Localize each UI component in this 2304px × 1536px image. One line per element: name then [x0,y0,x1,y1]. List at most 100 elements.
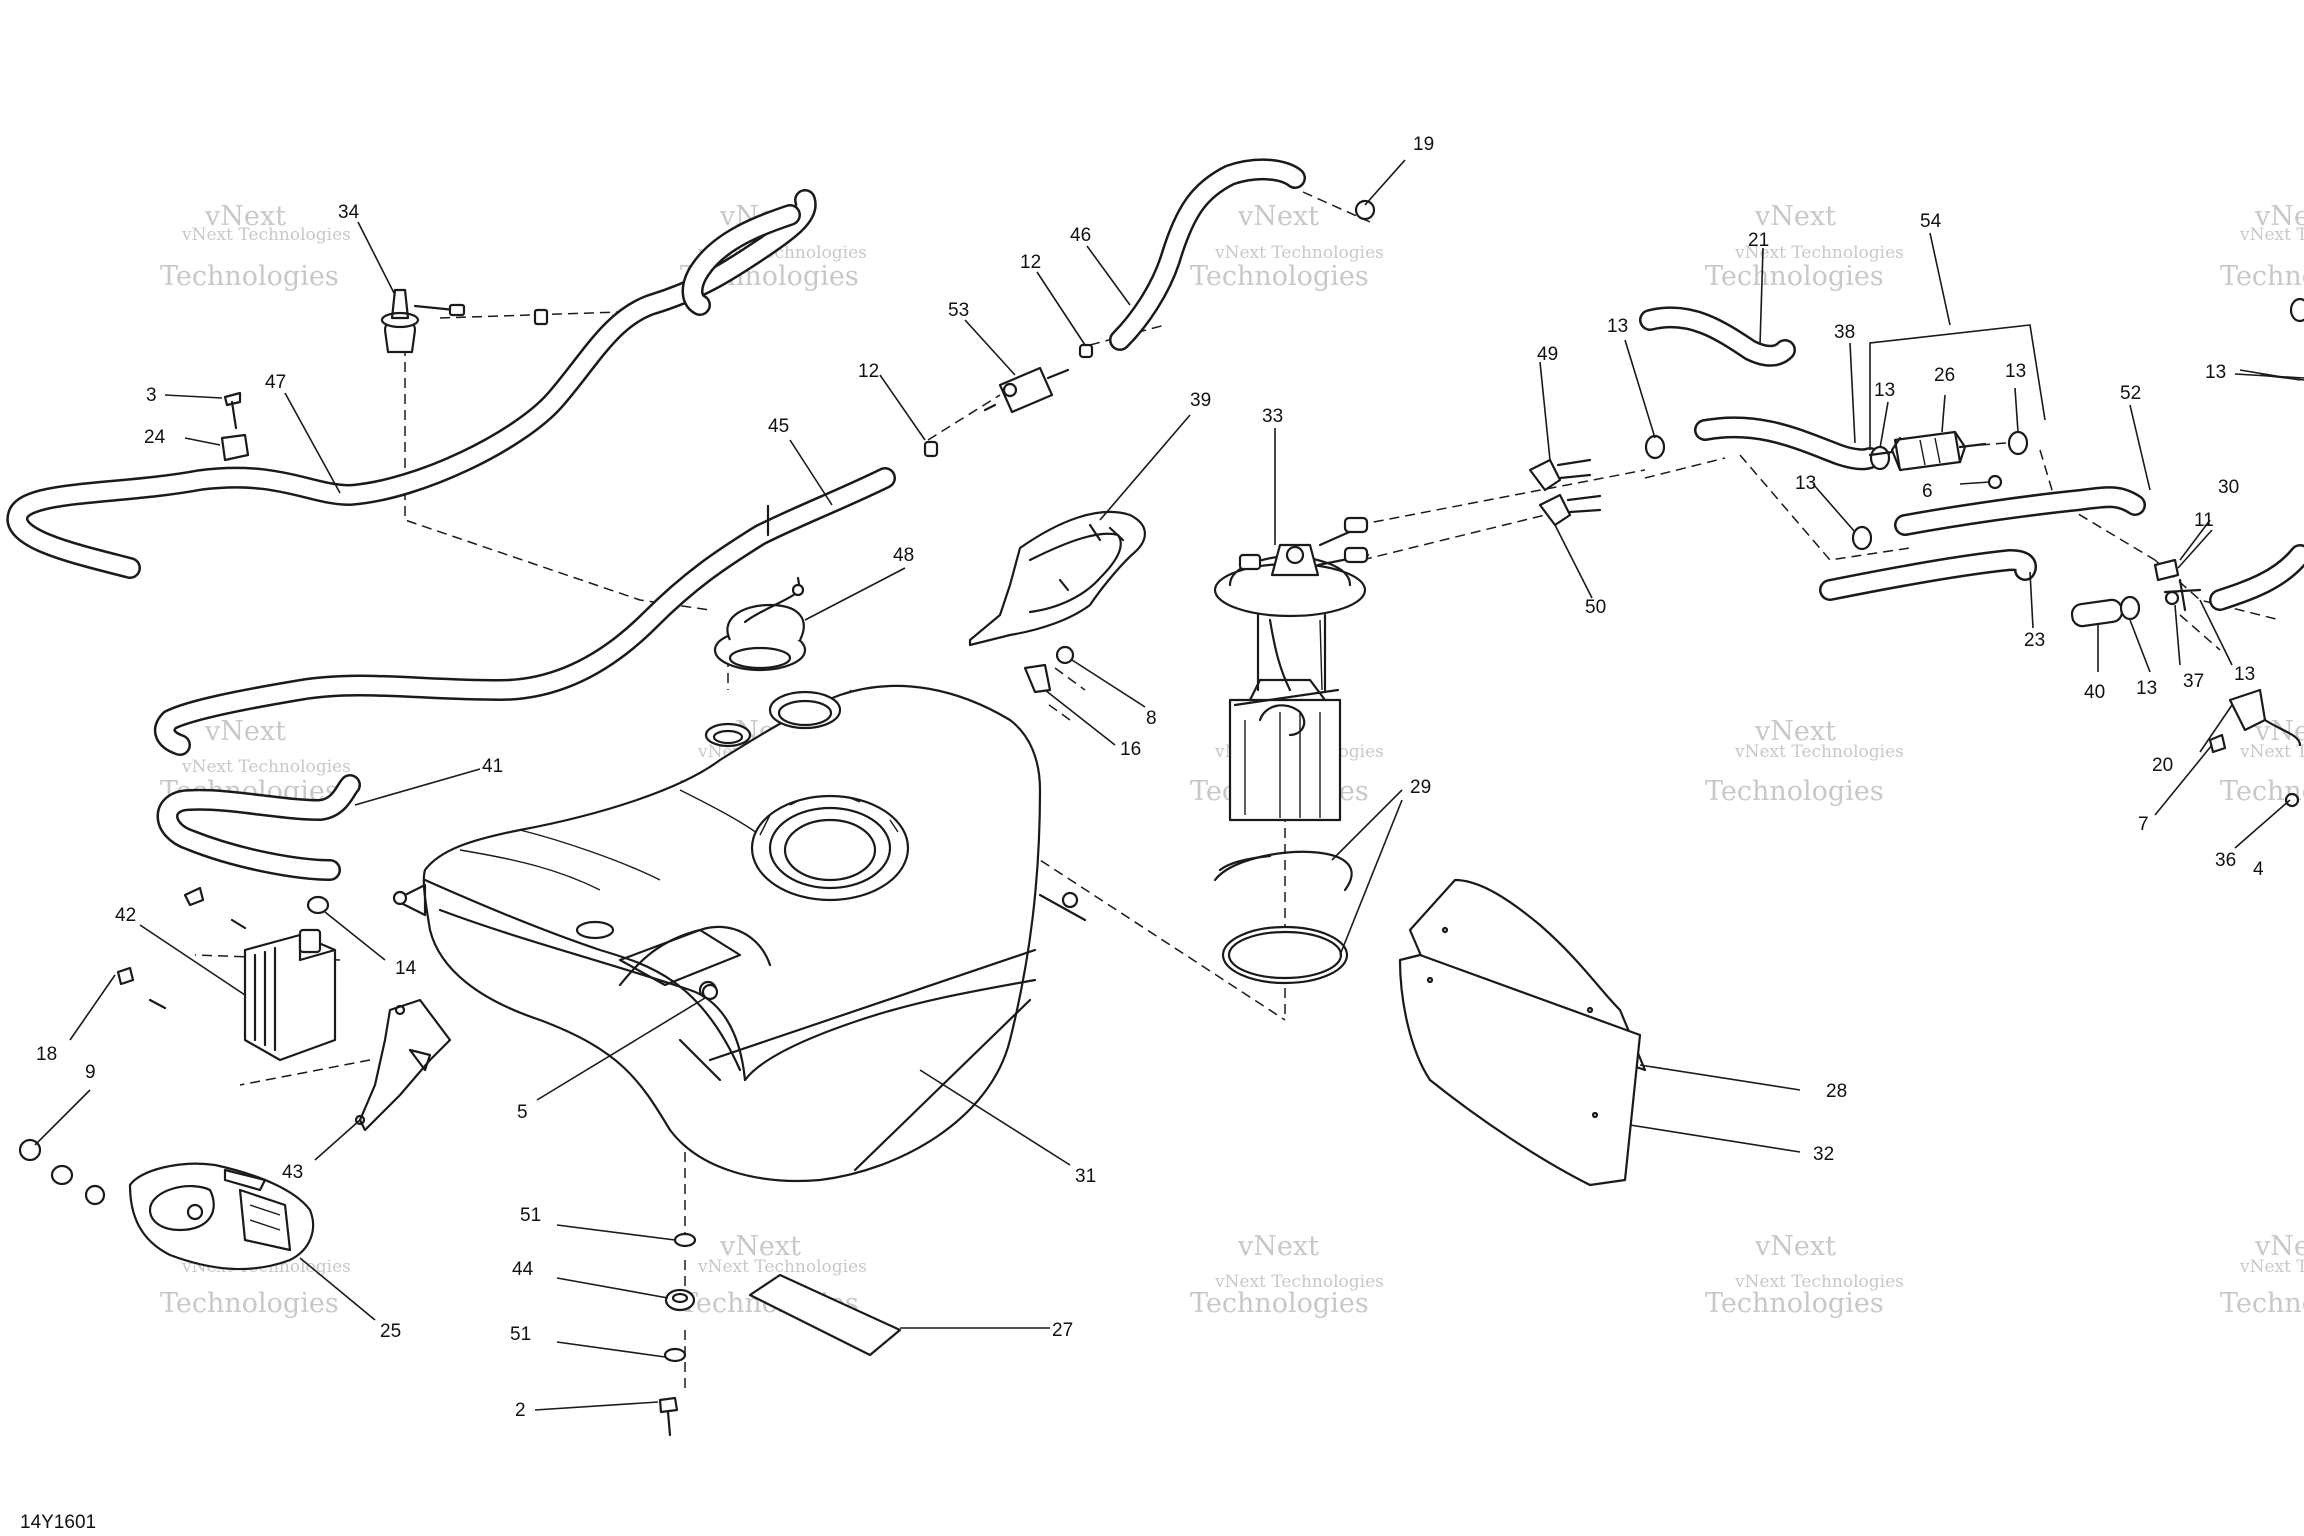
evap-canister [128,1162,315,1271]
callout-26: 26 [1934,365,1955,386]
callout-45: 45 [768,416,789,437]
callout-23: 23 [2024,630,2045,651]
callout-12: 12 [1020,252,1041,273]
svg-text:vNext: vNext [204,716,286,747]
callout-18: 18 [36,1044,57,1065]
svg-text:Technologies: Technologies [160,261,339,292]
svg-text:vNext Technologies: vNext Technologies [2239,225,2304,245]
watermark: vNext vNext Technologies Technologies [1190,201,1384,292]
callout-38: 38 [1834,322,1855,343]
svg-text:Technologies: Technologies [1705,261,1884,292]
svg-text:vNext: vNext [2254,1231,2304,1262]
callout-46: 46 [1070,225,1091,246]
callout-51b: 51 [510,1324,531,1345]
svg-text:vNext Technologies: vNext Technologies [1214,1272,1384,1292]
callout-40: 40 [2084,682,2105,703]
svg-text:vNext Technologies: vNext Technologies [1734,243,1904,263]
callout-42: 42 [115,905,136,926]
callout-2: 2 [515,1400,526,1421]
callout-6: 6 [1922,481,1933,502]
filler-cap [713,576,807,672]
svg-text:Technologies: Technologies [1705,776,1884,807]
callout-52: 52 [2120,383,2141,404]
callout-53: 53 [948,300,969,321]
svg-text:Technologies: Technologies [2220,1288,2304,1319]
svg-text:vNext: vNext [719,1231,801,1262]
svg-text:Technologies: Technologies [1190,1288,1369,1319]
callout-32: 32 [1813,1144,1834,1165]
callout-13c: 13 [2005,361,2026,382]
callout-13g: 13 [2234,664,2255,685]
hose-21 [1639,306,1796,367]
watermark: vNext vNext Technologies Technologies [2220,1231,2304,1319]
fuel-pump [1213,516,1370,822]
callout-49: 49 [1537,344,1558,365]
diagram-code: 14Y1601 [20,1512,96,1533]
callout-43: 43 [282,1162,303,1183]
svg-text:Technologies: Technologies [1190,261,1369,292]
evap-module [243,928,337,1062]
callout-27: 27 [1052,1320,1073,1341]
svg-text:vNext Technologies: vNext Technologies [181,757,351,777]
watermark: vNext vNext Technologies Technologies [160,201,351,292]
svg-text:vNext: vNext [1237,201,1319,232]
callout-9: 9 [85,1062,96,1083]
svg-text:vNext: vNext [1754,716,1836,747]
svg-text:Technologies: Technologies [160,1288,339,1319]
callout-41: 41 [482,756,503,777]
hose-47 [6,189,817,579]
watermark: vNext vNext Technologies Technologies [2220,201,2304,292]
callout-50: 50 [1585,597,1606,618]
callout-7: 7 [2138,814,2149,835]
callout-13f: 13 [2136,678,2157,699]
svg-text:vNext: vNext [204,201,286,232]
callout-8: 8 [1146,708,1157,729]
callout-33: 33 [1262,406,1283,427]
svg-text:vNext: vNext [2254,201,2304,232]
callout-36: 36 [2215,850,2236,871]
callout-34: 34 [338,202,360,223]
callout-14: 14 [395,958,417,979]
svg-text:vNext Technologies: vNext Technologies [1734,1272,1904,1292]
callout-21: 21 [1748,230,1769,251]
svg-text:vNext Technologies: vNext Technologies [2239,742,2304,762]
callout-13e: 13 [1795,473,1816,494]
hose-38 [1694,416,1881,471]
hose-30 [2209,544,2304,611]
svg-text:vNext: vNext [1237,1231,1319,1262]
leader-lines [34,159,2304,1411]
callout-labels: 19 34 46 12 53 12 3 47 24 45 39 33 48 8 … [36,134,2264,1421]
svg-text:vNext Technologies: vNext Technologies [697,1257,867,1277]
callout-54: 54 [1920,211,1942,232]
hose-40 [2070,598,2124,628]
callout-20: 20 [2152,755,2173,776]
svg-text:vNext: vNext [1754,1231,1836,1262]
callout-51: 51 [520,1205,541,1226]
callout-13d: 13 [2205,362,2226,383]
watermark: vNext vNext Technologies Technologies [1705,1231,1904,1319]
callout-48: 48 [893,545,914,566]
callout-12b: 12 [858,361,879,382]
callout-25: 25 [380,1321,401,1342]
callout-4: 4 [2253,859,2264,880]
bracket [968,510,1146,647]
svg-text:Technologies: Technologies [2220,261,2304,292]
watermark: vNext vNext Technologies Technologies [1705,201,1904,292]
mounting-bracket [354,998,452,1132]
callout-5: 5 [517,1102,528,1123]
callout-3: 3 [146,385,157,406]
heat-shield [1398,878,1647,1187]
watermark: vNext vNext Technologies Technologies [1190,1231,1384,1319]
callout-28: 28 [1826,1081,1847,1102]
callout-19: 19 [1413,134,1434,155]
callout-13b: 13 [1874,380,1895,401]
svg-text:vNext: vNext [1754,201,1836,232]
hose-45 [153,467,896,756]
fittings [18,199,2304,1437]
hose-41 [156,774,361,881]
svg-text:vNext Technologies: vNext Technologies [2239,1257,2304,1277]
o-rings [1213,850,1353,985]
callout-31: 31 [1075,1166,1096,1187]
callout-47: 47 [265,372,286,393]
